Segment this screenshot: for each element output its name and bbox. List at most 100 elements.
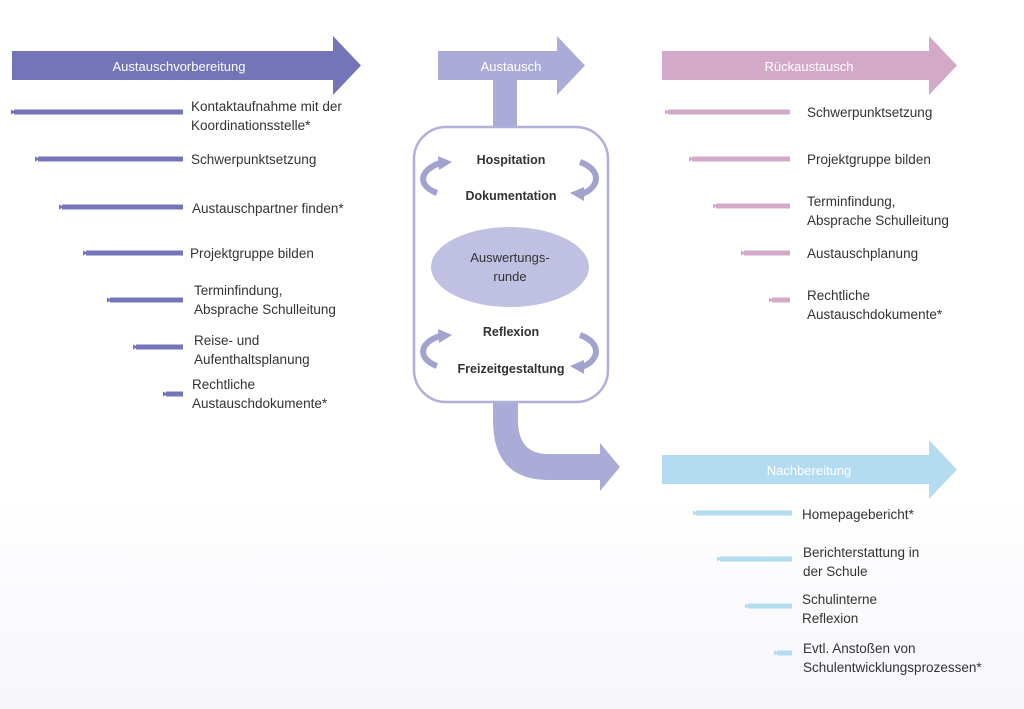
rueckaustausch-item-bar-tip [741, 250, 746, 256]
vorbereitung-item-text: Schwerpunktsetzung [191, 152, 316, 167]
vorbereitung-item: Terminfindung, Absprache Schulleitung [107, 283, 336, 317]
loop-arrow-right-bottom [578, 332, 599, 370]
auswertungsrunde-line2: runde [493, 269, 526, 284]
loop-arrowhead-left-top [438, 156, 452, 170]
rueckaustausch-item-bar-tip [713, 203, 718, 209]
rueckaustausch-item-text: Terminfindung, [807, 194, 896, 209]
vorbereitung-item-bar [110, 297, 183, 303]
austausch-outflow-arrow [493, 400, 620, 491]
vorbereitung-title: Austauschvorbereitung [113, 59, 246, 74]
rueckaustausch-item-bar [668, 109, 790, 115]
nachbereitung-item-text: der Schule [803, 564, 868, 579]
vorbereitung-header-arrow [12, 36, 361, 95]
loop-arrowhead-right-top [570, 187, 584, 201]
nachbereitung-item-bar-tip [717, 556, 722, 562]
rueckaustausch-item: Terminfindung, Absprache Schulleitung [713, 194, 949, 228]
nachbereitung-item-bar [777, 650, 792, 656]
vorbereitung-item-bar [86, 250, 183, 256]
reflexion-label: Reflexion [483, 325, 539, 339]
loop-arrow-left-top [420, 160, 442, 196]
vorbereitung-item-bar [166, 391, 183, 397]
vorbereitung-item-text: Reise- und [194, 333, 259, 348]
vorbereitung-item-text: Kontaktaufnahme mit der [191, 99, 342, 114]
auswertungsrunde-line1: Auswertungs- [470, 250, 549, 265]
rueckaustausch-item-text: Austauschdokumente* [807, 307, 943, 322]
nachbereitung-item-text: Schulentwicklungsprozessen* [803, 660, 982, 675]
vorbereitung-item-bar-tip [83, 250, 88, 256]
loop-arrowhead-left-bottom [438, 329, 452, 343]
vorbereitung-item: Schwerpunktsetzung [35, 152, 316, 167]
rueckaustausch-header-arrow [662, 36, 957, 95]
nachbereitung-header-arrow [662, 440, 957, 499]
bottom-loop [420, 329, 599, 374]
nachbereitung-item-text: Schulinterne [802, 592, 877, 607]
freizeitgestaltung-label: Freizeitgestaltung [458, 362, 565, 376]
austausch-header-arrow [438, 36, 585, 95]
nachbereitung-item-list: Homepagebericht* Berichterstattung in der … [693, 507, 982, 675]
nachbereitung-item-bar-tip [774, 650, 779, 656]
vorbereitung-item-list: Kontaktaufnahme mit derKoordinationsstel… [11, 99, 344, 411]
nachbereitung-item-text: Reflexion [802, 611, 858, 626]
vorbereitung-item: Projektgruppe bilden [83, 246, 314, 261]
vorbereitung-item-bar-tip [59, 204, 64, 210]
nachbereitung-item-text: Evtl. Anstoßen von [803, 641, 916, 656]
vorbereitung-item-text: Aufenthaltsplanung [194, 352, 310, 367]
vorbereitung-item-bar-tip [133, 344, 138, 350]
rueckaustausch-item-text: Schwerpunktsetzung [807, 105, 932, 120]
vorbereitung-item-bar-tip [107, 297, 112, 303]
rueckaustausch-item: Austauschplanung [741, 246, 918, 261]
vorbereitung-item-text: Projektgruppe bilden [190, 246, 314, 261]
nachbereitung-item-text: Berichterstattung in [803, 545, 919, 560]
nachbereitung-item: Berichterstattung in der Schule [717, 545, 919, 579]
rueckaustausch-item-bar [692, 156, 790, 162]
rueckaustausch-item-text: Projektgruppe bilden [807, 152, 931, 167]
rueckaustausch-item-bar [716, 203, 790, 209]
nachbereitung-item-text: Homepagebericht* [802, 507, 915, 522]
rueckaustausch-item-bar-tip [665, 109, 670, 115]
nachbereitung-title: Nachbereitung [767, 463, 852, 478]
rueckaustausch-item: Schwerpunktsetzung [665, 105, 932, 120]
rueckaustausch-title: Rückaustausch [765, 59, 854, 74]
nachbereitung-item: Homepagebericht* [693, 507, 915, 522]
vorbereitung-item-text: Austauschpartner finden* [192, 201, 344, 216]
nachbereitung-item-bar-tip [745, 603, 750, 609]
vorbereitung-item-bar [38, 156, 183, 162]
vorbereitung-item-text: Austauschdokumente* [192, 396, 328, 411]
loop-arrowhead-right-bottom [570, 360, 584, 374]
rueckaustausch-item-text: Absprache Schulleitung [807, 213, 949, 228]
nachbereitung-item-bar-tip [693, 510, 698, 516]
rueckaustausch-item-text: Rechtliche [807, 288, 870, 303]
nachbereitung-item-bar [748, 603, 792, 609]
top-loop [420, 156, 599, 201]
vorbereitung-item-text: Absprache Schulleitung [194, 302, 336, 317]
rueckaustausch-item-bar-tip [689, 156, 694, 162]
austausch-stem [493, 78, 517, 128]
dokumentation-label: Dokumentation [466, 189, 557, 203]
nachbereitung-item-bar [696, 510, 792, 516]
loop-arrow-left-bottom [420, 333, 442, 369]
vorbereitung-item: Kontaktaufnahme mit derKoordinationsstel… [11, 99, 342, 133]
loop-arrow-right-top [578, 159, 599, 197]
vorbereitung-item-bar-tip [11, 109, 16, 115]
rueckaustausch-item: Projektgruppe bilden [689, 152, 931, 167]
vorbereitung-item-text: Rechtliche [192, 377, 255, 392]
vorbereitung-item-bar [14, 109, 183, 115]
vorbereitung-item-bar-tip [35, 156, 40, 162]
rueckaustausch-item-bar [744, 250, 790, 256]
vorbereitung-item-text: Terminfindung, [194, 283, 283, 298]
nachbereitung-item-bar [720, 556, 792, 562]
rueckaustausch-item-text: Austauschplanung [807, 246, 918, 261]
auswertungsrunde-ellipse [431, 227, 589, 307]
vorbereitung-item-bar-tip [163, 391, 168, 397]
vorbereitung-item: Austauschpartner finden* [59, 201, 344, 216]
vorbereitung-item-text: Koordinationsstelle* [191, 118, 311, 133]
vorbereitung-item-bar [136, 344, 183, 350]
austausch-title: Austausch [481, 59, 542, 74]
